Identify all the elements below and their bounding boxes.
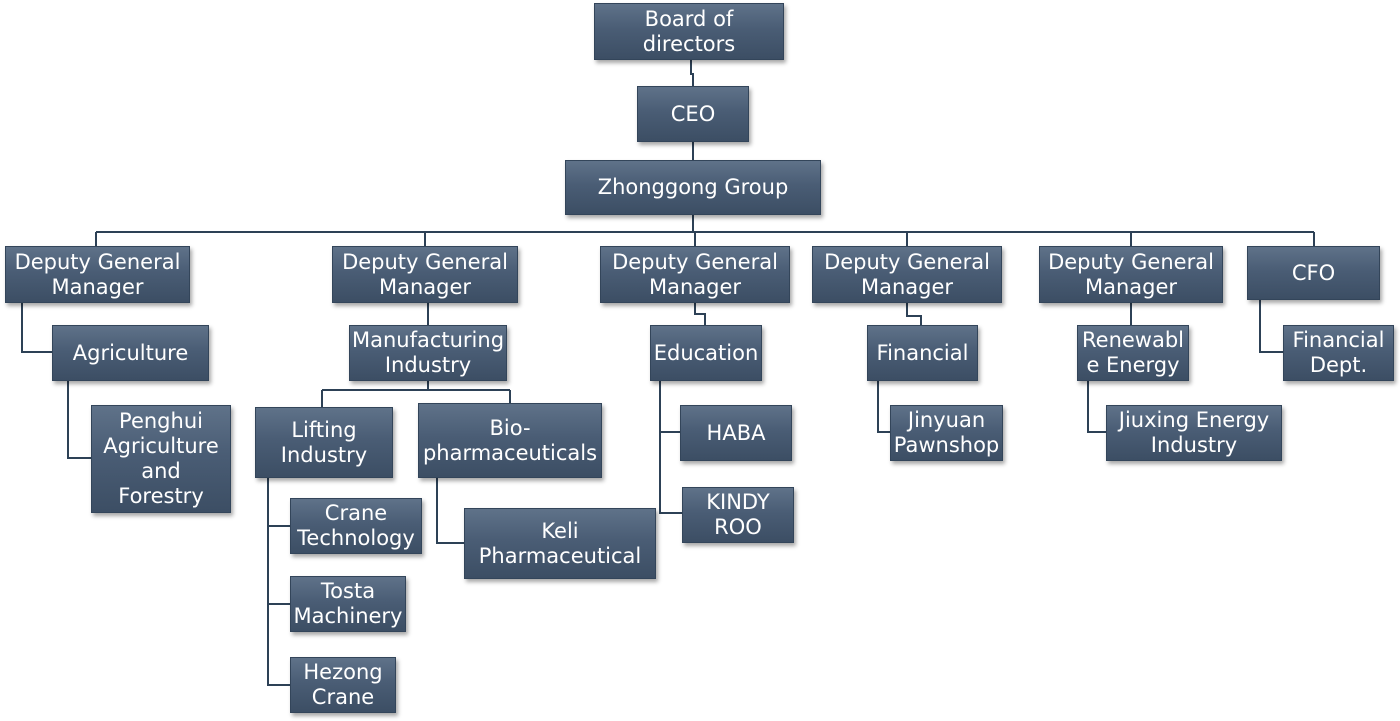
node-financial: Financial <box>867 325 978 381</box>
node-deputy-general-manager-agriculture: Deputy General Manager <box>5 246 190 303</box>
node-kindy-roo: KINDY ROO <box>682 487 794 543</box>
node-education: Education <box>650 325 762 381</box>
connector-agriculture-penghui <box>67 381 91 459</box>
node-renewable-energy: Renewabl e Energy <box>1077 325 1189 381</box>
node-ceo: CEO <box>637 86 749 142</box>
node-hezong-crane: Hezong Crane <box>290 657 396 713</box>
connector-board-ceo <box>690 60 694 86</box>
node-zhonggong-group: Zhonggong Group <box>565 160 821 215</box>
connector-renewable-jiuxing <box>1087 381 1106 433</box>
node-penghui-agriculture-and-forestry: Penghui Agriculture and Forestry <box>91 405 231 513</box>
node-tosta-machinery: Tosta Machinery <box>290 576 406 632</box>
connector-lifting-subs <box>267 478 290 686</box>
node-lifting-industry: Lifting Industry <box>255 407 393 478</box>
node-bio-pharmaceuticals: Bio- pharmaceuticals <box>418 403 602 478</box>
node-jiuxing-energy-industry: Jiuxing Energy Industry <box>1106 405 1282 461</box>
node-haba: HABA <box>680 405 792 461</box>
node-deputy-general-manager-education: Deputy General Manager <box>600 246 790 303</box>
node-keli-pharmaceutical: Keli Pharmaceutical <box>464 508 656 579</box>
connector-dgm-agriculture <box>21 303 52 353</box>
connector-education-subs <box>659 381 682 514</box>
connector-dgm-financial <box>906 303 922 325</box>
connector-bio-keli <box>436 478 464 544</box>
connector-manufacturing-subs <box>321 381 511 407</box>
node-crane-technology: Crane Technology <box>290 498 422 554</box>
node-agriculture: Agriculture <box>52 325 209 381</box>
node-deputy-general-manager-financial: Deputy General Manager <box>812 246 1002 303</box>
connector-financial-jinyuan <box>877 381 890 433</box>
node-deputy-general-manager-manufacturing: Deputy General Manager <box>332 246 518 303</box>
node-financial-dept: Financial Dept. <box>1283 325 1394 381</box>
node-jinyuan-pawnshop: Jinyuan Pawnshop <box>890 405 1003 461</box>
node-manufacturing-industry: Manufacturing Industry <box>349 325 507 381</box>
connector-dgm-education <box>694 303 706 325</box>
connector-group-deputies <box>95 215 1315 246</box>
node-board-of-directors: Board of directors <box>594 3 784 60</box>
node-deputy-general-manager-energy: Deputy General Manager <box>1039 246 1223 303</box>
node-cfo: CFO <box>1247 246 1380 300</box>
connector-cfo-financial-dept <box>1259 300 1283 353</box>
